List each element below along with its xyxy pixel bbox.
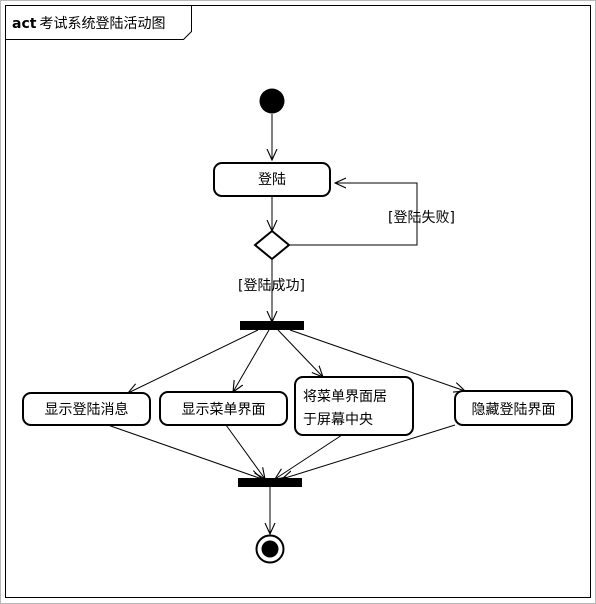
edge-fork-to-show-menu: [233, 329, 270, 392]
action-hide-login: [454, 390, 573, 426]
action-show-menu: [159, 391, 288, 426]
edge-login-failed-loop: [289, 183, 418, 246]
final-node-core: [261, 540, 279, 558]
fork-bar: [240, 321, 304, 330]
guard-login-failed: [登陆失败]: [388, 210, 455, 226]
guard-login-success: [登陆成功]: [238, 278, 305, 294]
decision-node: [253, 229, 291, 261]
action-center-menu: [294, 376, 414, 436]
join-bar: [238, 478, 302, 487]
action-login-label: 登陆: [258, 172, 286, 188]
diagram-frame: [5, 5, 591, 598]
frame-title-tab: [5, 5, 192, 40]
edge-fork-to-show-message: [128, 329, 259, 393]
edge-show-message-to-join: [104, 423, 262, 479]
edge-hide-login-to-join: [282, 424, 456, 479]
action-show-menu-label: 显示菜单界面: [182, 402, 266, 418]
action-center-menu-label-2: 于屏幕中央: [303, 412, 373, 428]
action-show-login-message-label: 显示登陆消息: [45, 401, 129, 418]
action-hide-login-label: 隐藏登陆界面: [472, 402, 556, 418]
frame-title-text: 考试系统登陆活动图: [39, 16, 165, 32]
action-show-login-message: [22, 392, 151, 426]
initial-node: [259, 88, 285, 114]
action-login: [213, 162, 331, 197]
edge-fork-to-center-menu: [277, 329, 323, 377]
action-center-menu-label-1: 将菜单界面居: [303, 389, 387, 405]
edge-show-menu-to-join: [225, 424, 265, 479]
edge-fork-to-hide-login: [289, 329, 465, 391]
frame-keyword: act: [12, 16, 37, 32]
